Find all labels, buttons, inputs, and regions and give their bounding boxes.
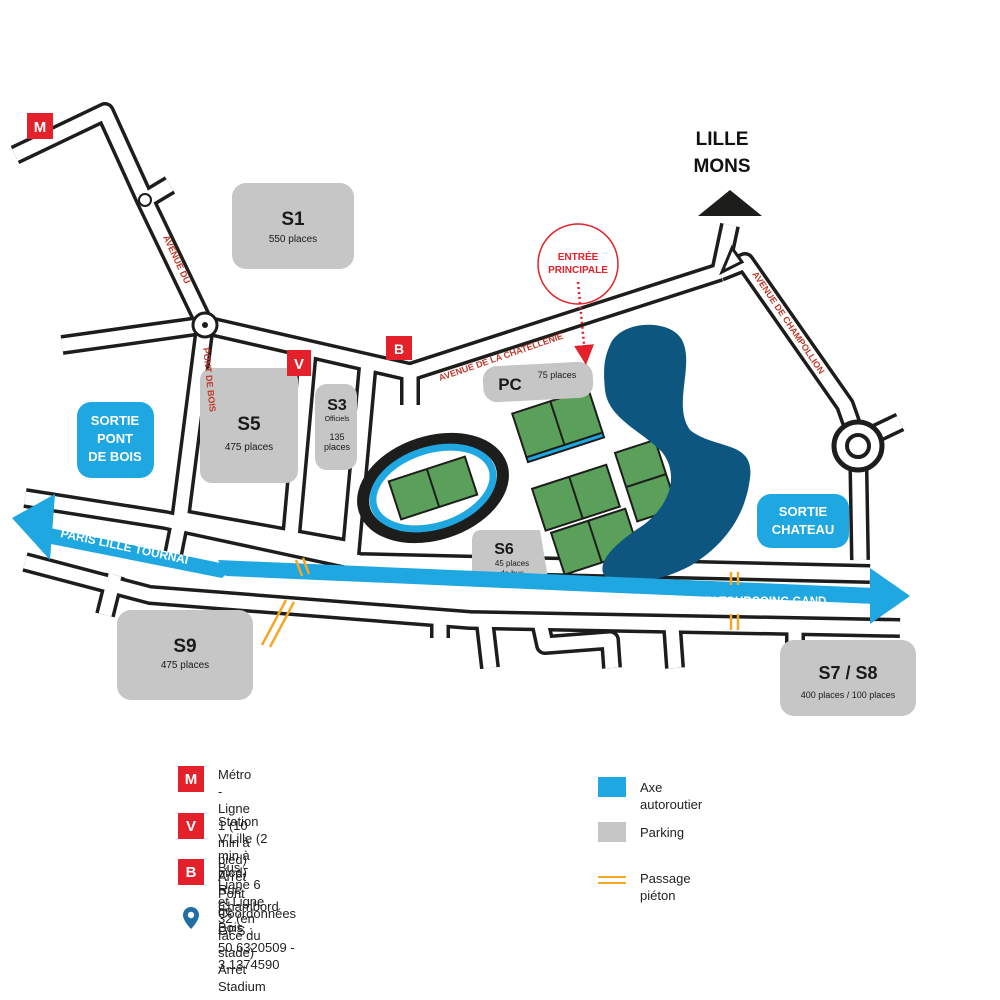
legend-gps-line2: 50.6320509 - 3.1374590 [218, 940, 295, 972]
svg-text:DE BOIS: DE BOIS [88, 449, 142, 464]
parking-s3[interactable]: S3 Officiels 135 places [315, 384, 357, 470]
main-entrance[interactable]: ENTRÉE PRINCIPALE [537, 223, 619, 365]
bus-marker[interactable]: B [386, 336, 412, 360]
roundabout-pont-de-bois [191, 311, 219, 339]
parking-s9[interactable]: S9 475 places [117, 610, 253, 700]
direction-lille: LILLE [696, 129, 749, 150]
svg-text:S1: S1 [281, 209, 305, 230]
svg-text:S7 / S8: S7 / S8 [818, 663, 877, 683]
highway-east: ROUBAIX TOURCOING GAND [218, 560, 910, 624]
svg-text:S9: S9 [173, 636, 196, 657]
svg-text:550 places: 550 places [269, 234, 317, 245]
svg-text:PONT: PONT [97, 431, 133, 446]
svg-text:places: places [324, 442, 351, 452]
training-fields [510, 387, 679, 576]
legend-highway: Axe autoroutier [598, 777, 702, 813]
svg-text:475 places: 475 places [225, 442, 273, 453]
svg-text:V: V [294, 356, 304, 373]
lake [602, 324, 751, 583]
roundabout-champollion [831, 419, 885, 473]
svg-text:S6: S6 [494, 541, 514, 558]
legend-vlille: V Station V'Lille (2 min à pied) Rue Cha… [178, 813, 279, 915]
direction-mons: MONS [694, 156, 751, 177]
svg-text:B: B [394, 341, 404, 357]
metro-marker[interactable]: M [27, 113, 53, 139]
parking-s7-s8[interactable]: S7 / S8 400 places / 100 places [780, 640, 916, 716]
roundabout-nw [138, 193, 152, 207]
legend-vlille-line1: Station V'Lille (2 min à pied) [218, 814, 268, 880]
parking-s5[interactable]: S5 475 places [200, 368, 298, 483]
legend-gps-line1: Coordonnées GPS : [218, 906, 297, 938]
legend-metro: M Métro - Ligne 1 (10 min à pied) Arrêt … [178, 766, 251, 936]
svg-text:M: M [34, 119, 47, 136]
svg-text:S3: S3 [327, 397, 347, 414]
svg-text:PC: PC [498, 375, 522, 394]
legend-crossing-text: Passage piéton [640, 871, 691, 903]
map-pin-icon [183, 907, 199, 929]
metro-badge-icon: M [178, 766, 204, 792]
legend-highway-text: Axe autoroutier [640, 780, 703, 812]
pedestrian-crossings [260, 557, 740, 648]
exit-pont-de-bois[interactable]: SORTIE PONT DE BOIS [77, 402, 154, 478]
svg-text:475 places: 475 places [161, 660, 209, 671]
svg-text:Officiels: Officiels [325, 416, 350, 423]
legend-parking: Parking [598, 822, 684, 842]
svg-text:SORTIE: SORTIE [91, 413, 140, 428]
vlille-badge-icon: V [178, 813, 204, 839]
svg-text:135: 135 [329, 432, 344, 442]
legend-crossing: Passage piéton [598, 870, 691, 904]
road-champollion [716, 252, 868, 446]
entrance-arrow-icon [574, 281, 594, 365]
legend-gps: Coordonnées GPS : 50.6320509 - 3.1374590 [178, 905, 296, 973]
svg-text:SORTIE: SORTIE [779, 504, 828, 519]
junction-north-triangle [719, 244, 745, 276]
legend-bus: B Bus - Liane 6 et Ligne 32 (en face du … [178, 859, 266, 995]
road-label-champollion: AVENUE DE CHAMPOLLION [750, 270, 826, 376]
stadium [357, 432, 509, 544]
svg-text:CHATEAU: CHATEAU [772, 522, 835, 537]
svg-text:S5: S5 [237, 414, 261, 435]
crossing-swatch [598, 874, 626, 886]
svg-text:ENTRÉE: ENTRÉE [558, 250, 599, 263]
highway-east-label: ROUBAIX TOURCOING GAND [663, 596, 826, 608]
parking-swatch [598, 822, 626, 842]
parking-pc[interactable]: PC 75 places [482, 361, 594, 403]
legend-bus-line1: Bus - Liane 6 et Ligne 32 (en face du st… [218, 860, 265, 960]
highway-swatch [598, 777, 626, 797]
legend-vlille-line2: Rue Chambord [218, 882, 279, 914]
north-arrow-icon [698, 190, 762, 216]
svg-text:75 places: 75 places [538, 370, 577, 380]
legend-parking-text: Parking [640, 825, 685, 840]
parking-s1[interactable]: S1 550 places [232, 183, 354, 269]
bus-badge-icon: B [178, 859, 204, 885]
legend-metro-line2: Arrêt Pont de Bois [218, 869, 247, 935]
exit-chateau[interactable]: SORTIE CHATEAU [757, 494, 849, 548]
legend-bus-line2: Arrêt Stadium [218, 962, 266, 994]
svg-text:PRINCIPALE: PRINCIPALE [548, 265, 608, 276]
vlille-marker[interactable]: V [287, 350, 311, 376]
svg-text:45 places: 45 places [495, 559, 529, 568]
legend-metro-line1: Métro - Ligne 1 (10 min à pied) [218, 767, 252, 867]
svg-text:400 places / 100 places: 400 places / 100 places [801, 690, 896, 700]
